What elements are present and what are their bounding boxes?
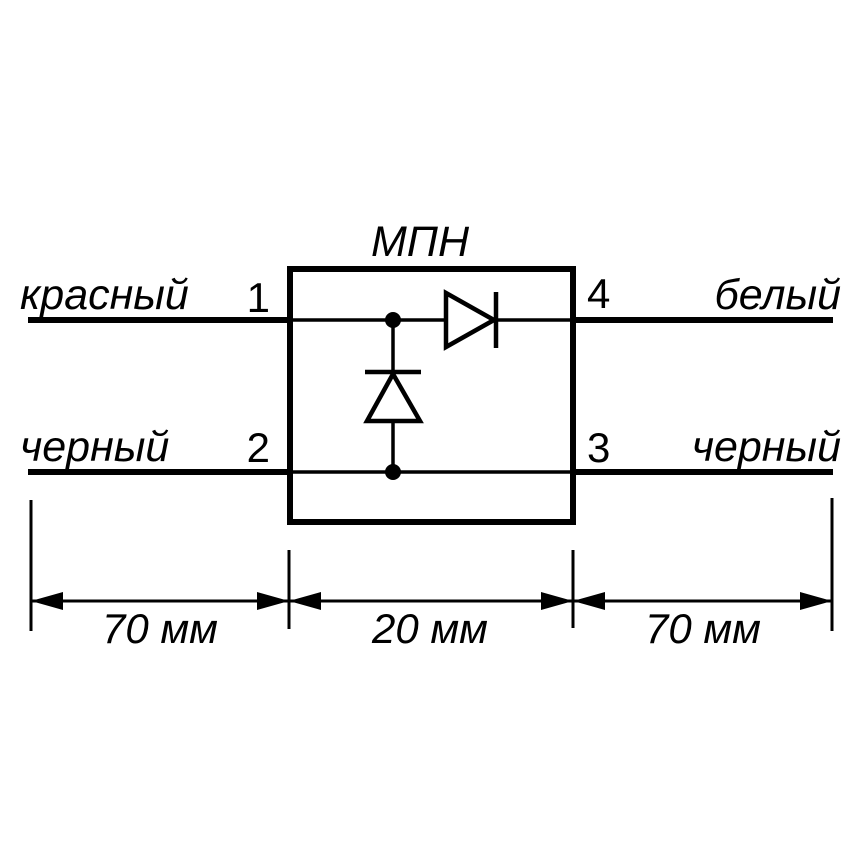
arrowhead-mid-right-icon [541,592,573,610]
arrowhead-right-out-icon [800,592,832,610]
arrowhead-right-in-icon [573,592,605,610]
shunt-diode-triangle-icon [363,369,424,424]
arrowhead-mid-left-icon [289,592,321,610]
module-title: МПН [371,218,470,266]
wire-label-black-right: черный [692,423,841,471]
module-box [287,266,576,525]
wire-label-red: красный [20,271,189,319]
series-diode-triangle-icon [443,289,499,351]
shunt-diode-symbol [363,369,424,424]
pin-1-label: 1 [247,274,270,321]
series-diode-symbol [443,289,499,351]
junction-dot-top [385,312,401,328]
wire-label-black-left: черный [20,423,169,471]
wire-label-white: белый [715,271,842,319]
dimension-label-center: 20 мм [371,605,488,652]
dimension-label-left: 70 мм [102,605,218,652]
arrowhead-left-out-icon [31,592,63,610]
arrowhead-left-in-icon [257,592,289,610]
pin-3-label: 3 [587,424,610,471]
pin-4-label: 4 [587,270,610,317]
dimension-label-right: 70 мм [645,605,761,652]
pin-2-label: 2 [247,424,270,471]
junction-dot-bottom [385,464,401,480]
